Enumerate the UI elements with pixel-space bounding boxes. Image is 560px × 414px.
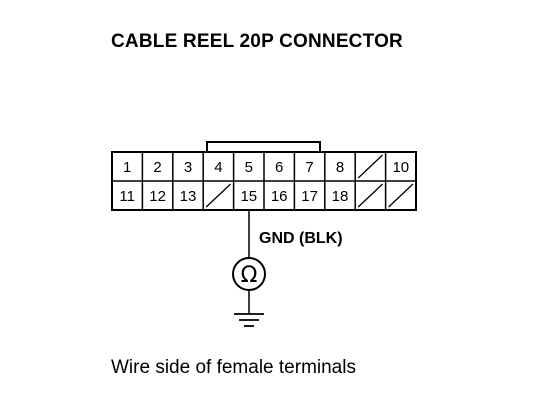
terminal-13: 13 <box>180 188 197 205</box>
terminal-17: 17 <box>301 188 318 205</box>
terminal-6: 6 <box>275 159 283 176</box>
terminal-16: 16 <box>271 188 288 205</box>
connector-latch <box>206 141 321 152</box>
terminal-3: 3 <box>184 159 192 176</box>
ohm-symbol: Ω <box>241 263 258 288</box>
terminal-8: 8 <box>336 159 344 176</box>
unused-terminal-slash <box>357 154 384 179</box>
ohmmeter-icon: Ω <box>232 257 266 291</box>
terminal-5: 5 <box>245 159 253 176</box>
terminal-7: 7 <box>305 159 313 176</box>
unused-terminal-slash <box>388 183 414 208</box>
diagram-title: CABLE REEL 20P CONNECTOR <box>111 31 403 52</box>
unused-terminal-slash <box>357 183 384 208</box>
terminal-10: 10 <box>392 159 409 176</box>
terminal-12: 12 <box>149 188 166 205</box>
ground-icon <box>234 313 264 327</box>
terminal-11: 11 <box>119 188 135 205</box>
terminal-2: 2 <box>153 159 161 176</box>
terminal-1: 1 <box>123 159 131 176</box>
ground-label: GND (BLK) <box>259 230 343 247</box>
terminal-15: 15 <box>240 188 257 205</box>
terminal-4: 4 <box>214 159 222 176</box>
terminal-18: 18 <box>332 188 349 205</box>
diagram-caption: Wire side of female terminals <box>111 357 356 378</box>
unused-terminal-slash <box>205 183 232 208</box>
